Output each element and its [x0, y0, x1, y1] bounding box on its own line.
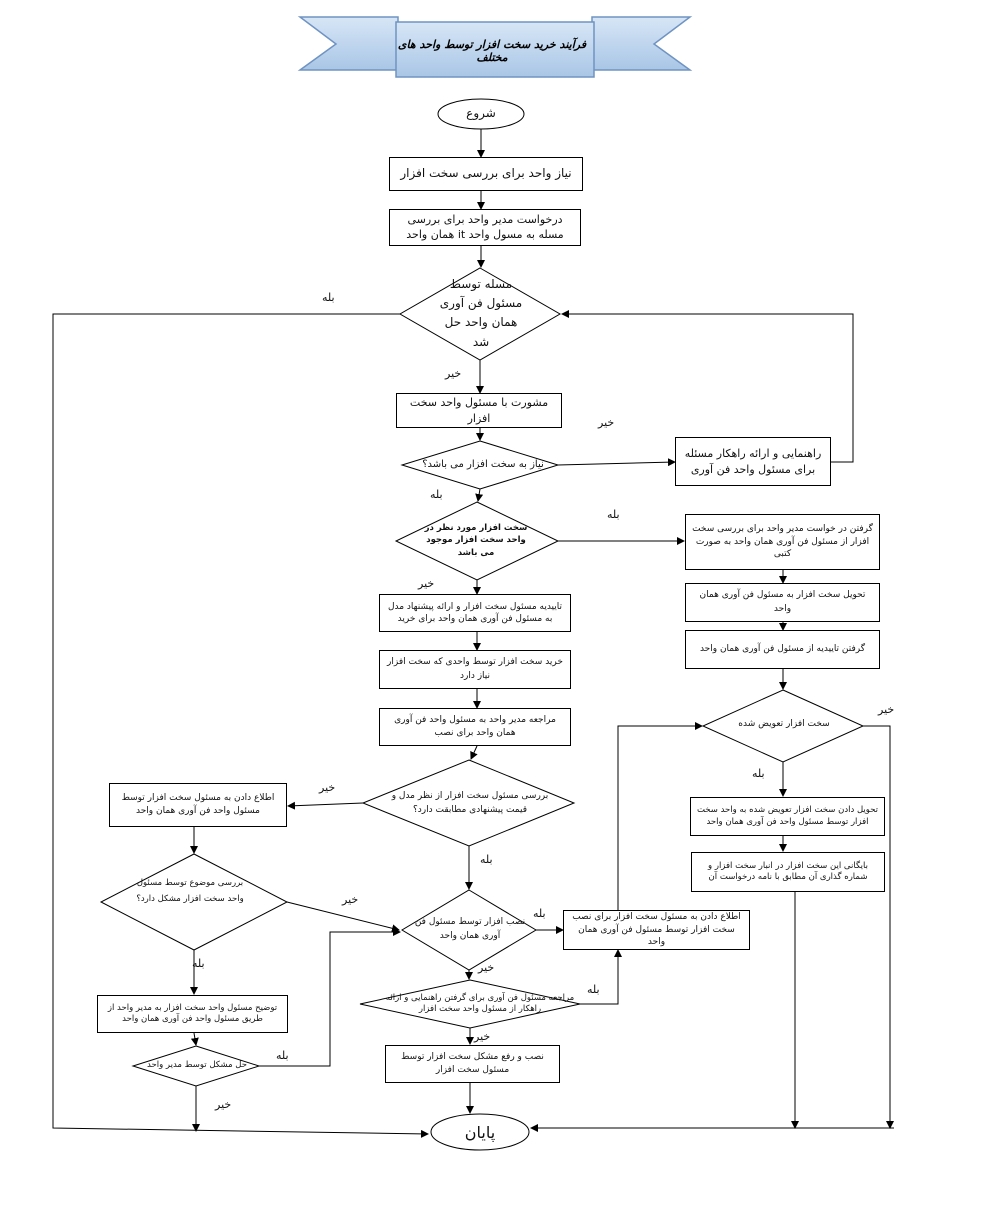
edge-yes-install-by-it: بله — [533, 907, 546, 920]
decision-label-match-model: بررسی مسئول سخت افزار از نظر مدل و قیمت … — [391, 791, 549, 815]
decision-label-hw-exists: سخت افزار مورد نظر در واحد سخت افزار موج… — [424, 523, 528, 558]
step-manager-request: درخواست مدیر واحد برای بررسی مسله به مسو… — [389, 209, 581, 246]
step-deliver-hw: تحویل سخت افزار به مسئول فن آوری همان وا… — [685, 583, 880, 622]
end-label: پایان — [464, 1123, 496, 1142]
decision-label-need-hw: نیاز به سخت افزار می باشد؟ — [422, 459, 544, 470]
edge-no-match-model: خیر — [319, 781, 336, 794]
edge-no-hw-exists: خیر — [418, 577, 435, 590]
step-guide-solution: راهنمایی و ارائه راهکار مسئله برای مسئول… — [675, 437, 831, 486]
step-archive-old: بایگانی این سخت افزار در انبار سخت افزار… — [691, 852, 885, 892]
step-approve-propose: تاییدیه مسئول سخت افزار و ارائه پیشنهاد … — [379, 594, 571, 632]
edge-yes-need-hw: بله — [430, 488, 443, 501]
edge-no-need-hw: خیر — [598, 416, 615, 429]
decision-label-review-problem: بررسی موضوع توسط مسئول واحد سخت افزار مش… — [136, 878, 244, 905]
edge-no-install-by-it: خیر — [478, 961, 495, 974]
step-get-request-letter: گرفتن در خواست مدیر واحد برای بررسی سخت … — [685, 514, 880, 570]
step-install-fix: نصب و رفع مشکل سخت افزار توسط مسئول سخت … — [385, 1045, 560, 1083]
edge-no-solved-by-manager: خیر — [215, 1098, 232, 1111]
step-buy-hw: خرید سخت افزار توسط واحدی که سخت افزار ن… — [379, 650, 571, 689]
step-explain-manager: توضیح مسئول واحد سخت افزار به مدیر واحد … — [97, 995, 288, 1033]
edge-yes-solved-by-it: بله — [322, 291, 335, 304]
decision-label-hw-replaced: سخت افزار تعویض شده — [738, 719, 830, 729]
edge-no-solved-by-it: خیر — [445, 367, 462, 380]
edge-no-hw-replaced: خیر — [878, 703, 895, 716]
step-inform-install: اطلاع دادن به مسئول سخت افزار برای نصب س… — [563, 910, 750, 950]
start-label: شروع — [466, 106, 496, 120]
edge-yes-solved-by-manager: بله — [276, 1049, 289, 1062]
step-inform-hw: اطلاع دادن به مسئول سخت افزار توسط مسئول… — [109, 783, 287, 827]
edge-yes-hw-replaced: بله — [752, 767, 765, 780]
decision-label-install-by-it: نصب افزار توسط مسئول فن آوری همان واحد — [414, 917, 526, 942]
edge-yes-review-problem: بله — [192, 957, 205, 970]
edge-yes-refer-guidance: بله — [587, 983, 600, 996]
decision-label-refer-guidance: مراجعه مسئول فن آوری برای گرفتن راهنمایی… — [385, 993, 575, 1015]
title-ribbon — [297, 16, 693, 78]
edge-yes-hw-exists: بله — [607, 508, 620, 521]
edge-yes-match-model: بله — [480, 853, 493, 866]
decision-label-solved-by-manager: حل مشکل توسط مدیر واحد — [147, 1060, 247, 1070]
step-get-approval: گرفتن تاییدیه از مسئول فن آوری همان واحد — [685, 630, 880, 669]
step-need-review: نیاز واحد برای بررسی سخت افزار — [389, 157, 583, 191]
step-refer-install: مراجعه مدیر واحد به مسئول واحد فن آوری ه… — [379, 708, 571, 746]
decision-label-solved-by-it: مسله توسط مسئول فن آوری همان واحد حل شد — [439, 277, 523, 349]
edge-no-refer-guidance: خیر — [474, 1030, 491, 1043]
step-consult-hw: مشورت با مسئول واحد سخت افزار — [396, 393, 562, 428]
step-deliver-replaced: تحویل دادن سخت افزار تعویض شده به واحد س… — [690, 797, 885, 836]
edge-no-review-problem: خیر — [342, 893, 359, 906]
end-terminal — [430, 1113, 530, 1151]
page-title: فرآیند خرید سخت افزار توسط واحد های مختل… — [397, 38, 587, 64]
